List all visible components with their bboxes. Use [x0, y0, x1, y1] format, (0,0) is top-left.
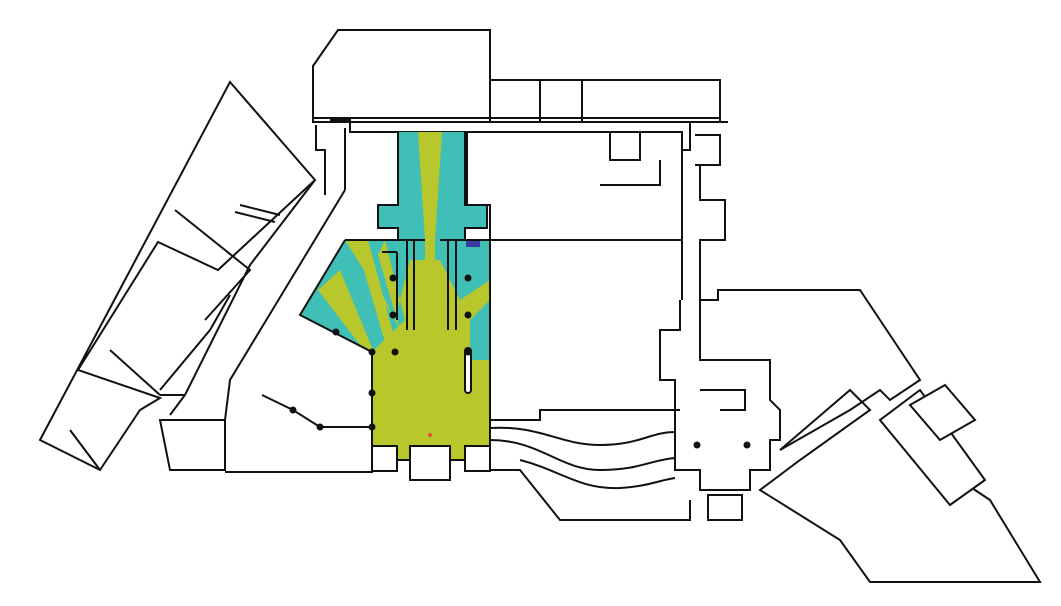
node-dot: [389, 311, 397, 319]
top-building: [312, 29, 721, 123]
node-dot: [368, 389, 376, 397]
node-dot: [368, 423, 376, 431]
high-visibility-lower: [372, 360, 490, 445]
node-dot: [332, 328, 340, 336]
nodes: [289, 274, 751, 449]
visibility-region: [298, 132, 491, 481]
node-dot: [316, 423, 324, 431]
right-rooms: [466, 131, 1042, 583]
left-wing: [38, 80, 346, 472]
high-visibility-fan-left2: [355, 240, 395, 342]
high-visibility-fan-left: [318, 270, 375, 355]
node-dot: [693, 441, 701, 449]
node-dot: [464, 274, 472, 282]
pillar: [464, 347, 472, 394]
node-dot: [391, 348, 399, 356]
node-dot: [464, 311, 472, 319]
marker-block: [466, 240, 480, 247]
observer-point: [428, 433, 432, 437]
wavy-passage: [489, 426, 676, 490]
node-dot: [368, 348, 376, 356]
lower-left-room: [225, 394, 373, 473]
node-dot: [743, 441, 751, 449]
node-dot: [289, 406, 297, 414]
node-dot: [389, 274, 397, 282]
node-dot: [464, 348, 472, 356]
